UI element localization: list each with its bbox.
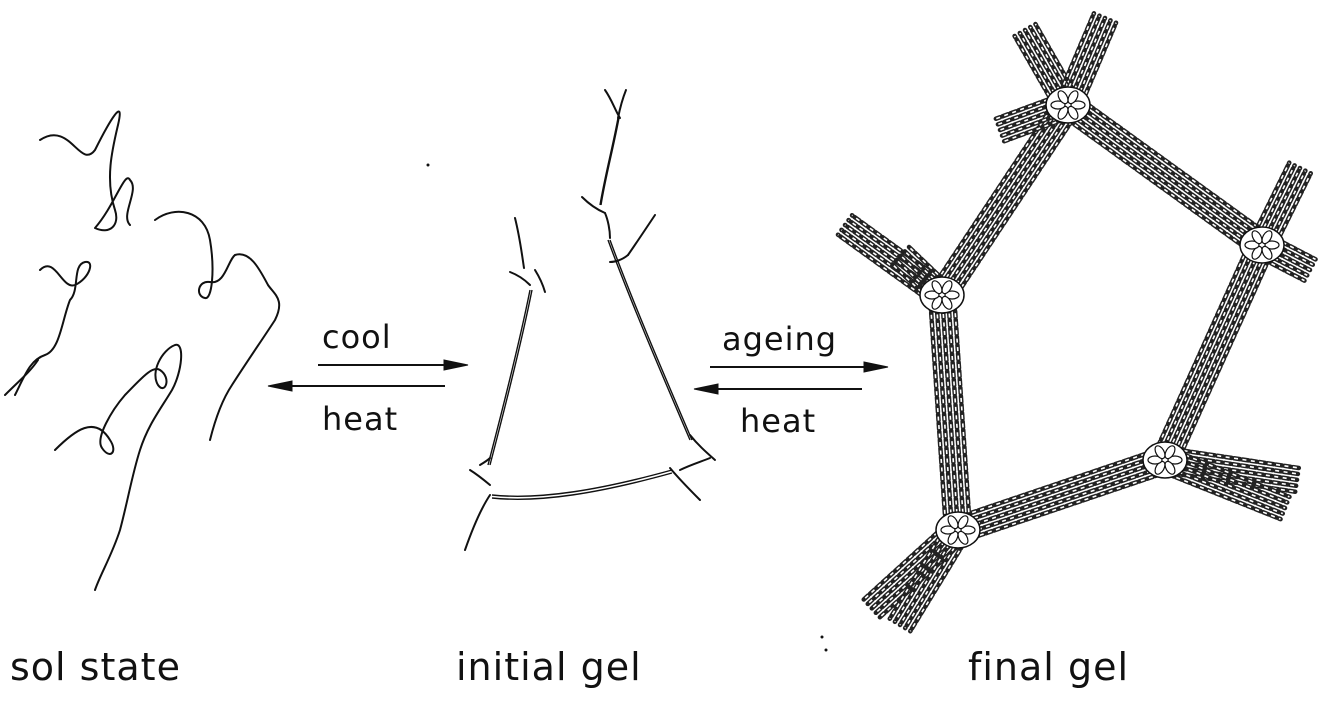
arrow-head-right-icon <box>864 362 888 372</box>
helix-strand <box>958 460 1165 530</box>
random-coil <box>155 212 279 440</box>
random-coil <box>40 111 133 230</box>
helix-highlight <box>1064 110 1258 250</box>
random-coil <box>5 360 38 395</box>
equilibrium-arrows-2 <box>694 362 888 394</box>
cool-label: cool <box>322 318 392 356</box>
arrow-head-left-icon <box>694 384 718 394</box>
final-gel-label: final gel <box>968 645 1129 689</box>
random-coil <box>55 345 181 590</box>
final-gel-network <box>838 13 1316 631</box>
initial-gel-label: initial gel <box>456 645 642 689</box>
arrow-head-right-icon <box>444 360 468 370</box>
sol-state-coils <box>5 111 279 590</box>
ageing-label: ageing <box>722 320 837 358</box>
initial-gel-network <box>465 90 715 550</box>
sol-state-label: sol state <box>10 645 181 689</box>
equilibrium-arrows-1 <box>268 360 468 391</box>
heat-label-2: heat <box>740 402 816 440</box>
helix-highlight <box>1075 95 1269 235</box>
helix-strand <box>960 466 1167 536</box>
helix-strand <box>956 454 1163 524</box>
arrow-head-left-icon <box>268 381 292 391</box>
heat-label-1: heat <box>322 400 398 438</box>
